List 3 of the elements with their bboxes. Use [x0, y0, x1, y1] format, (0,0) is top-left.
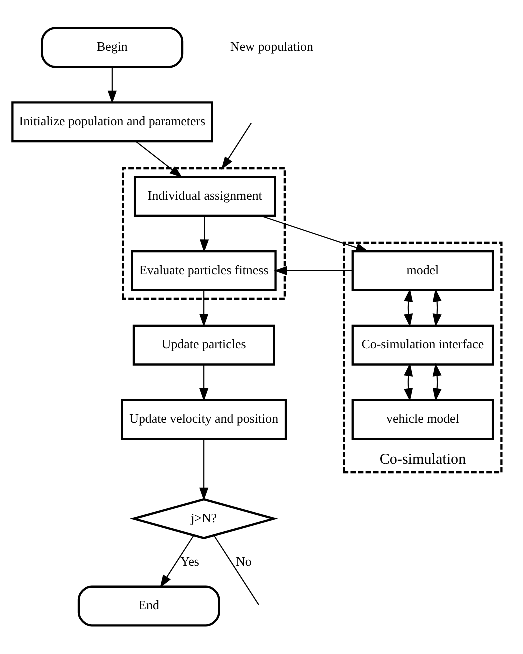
edge-label: No — [236, 554, 252, 569]
edge-label: Yes — [180, 554, 200, 569]
label: New population — [230, 39, 314, 54]
